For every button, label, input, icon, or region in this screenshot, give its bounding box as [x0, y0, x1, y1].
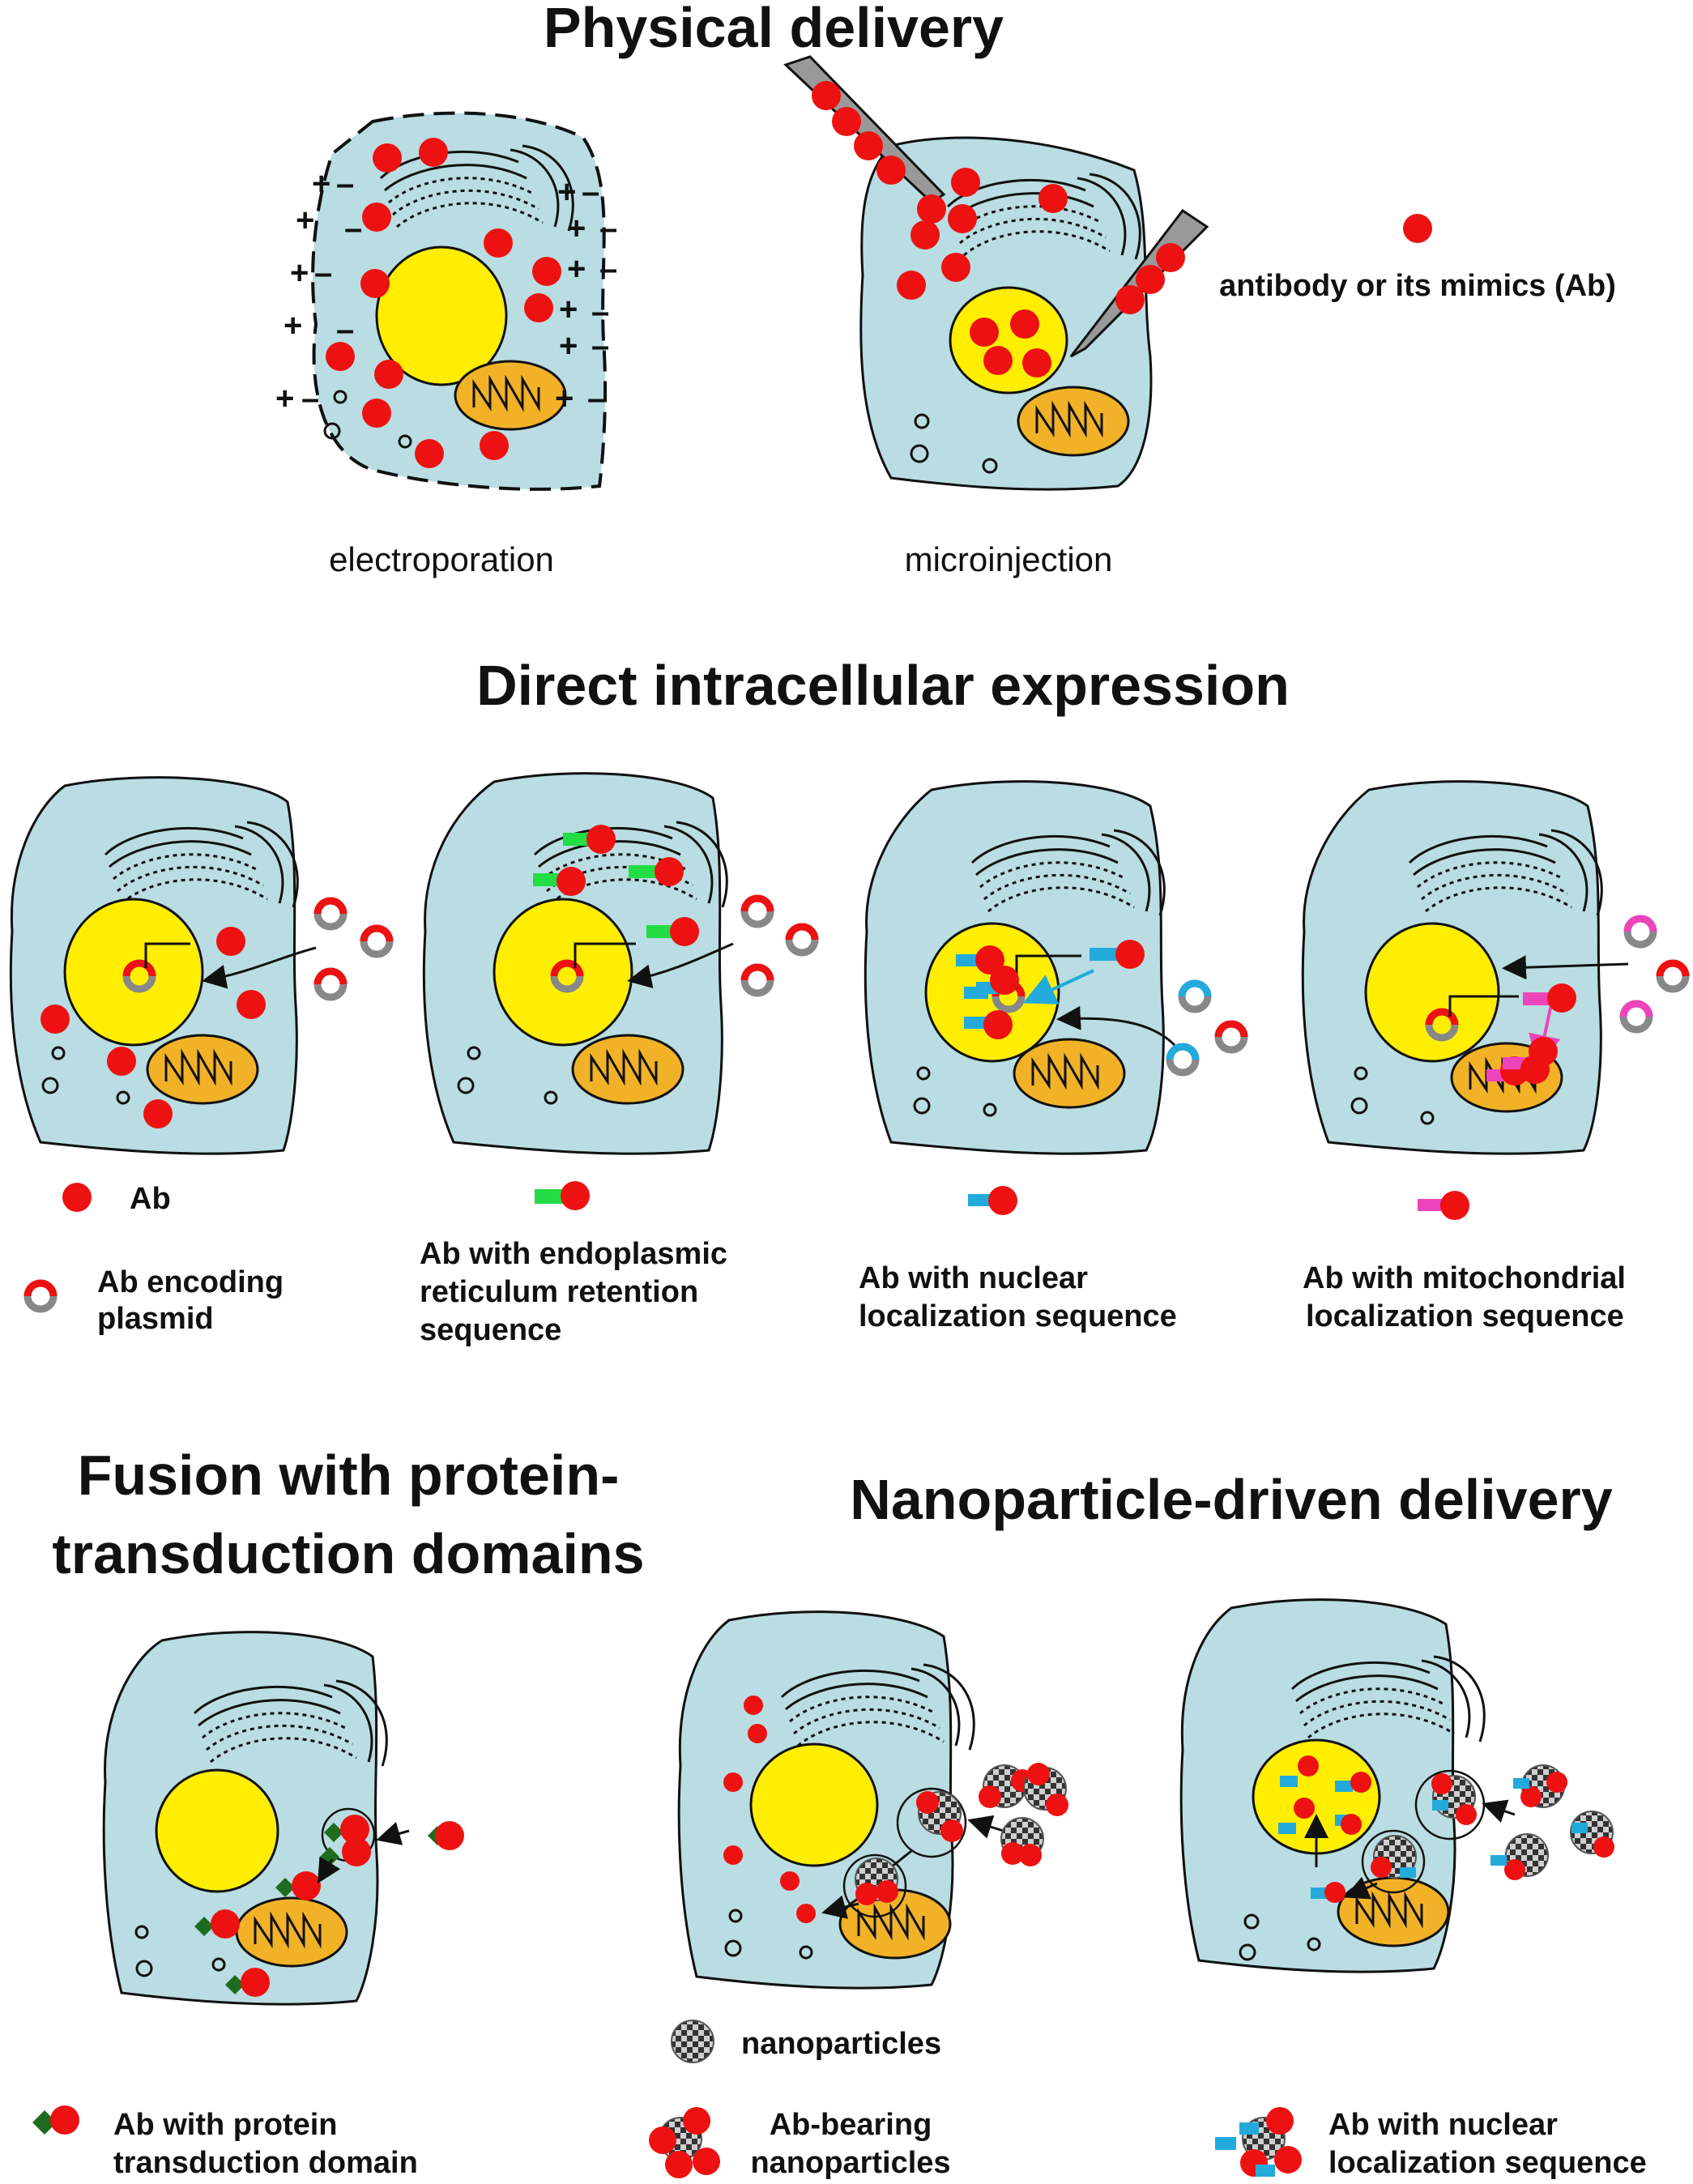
legend-abnp-1: Ab-bearing [770, 2108, 932, 2142]
legend-antibody: antibody or its mimics (Ab) [1219, 269, 1616, 303]
legend-ptd-1: Ab with protein [113, 2108, 338, 2142]
svg-text:–: – [591, 328, 609, 364]
legend-ab: Ab [130, 1182, 171, 1216]
title-direct: Direct intracellular expression [476, 654, 1290, 717]
svg-text:+: + [296, 203, 314, 238]
legend-er-ab [561, 1181, 590, 1210]
svg-text:+: + [567, 251, 586, 287]
title-physical: Physical delivery [544, 0, 1004, 59]
svg-text:–: – [344, 211, 362, 246]
legend-ptd-2: transduction domain [113, 2146, 418, 2180]
legend-er-1: Ab with endoplasmic [420, 1237, 727, 1271]
title-fusion-1: Fusion with protein- [78, 1444, 620, 1507]
legend-abnp-2: nanoparticles [750, 2146, 950, 2180]
svg-text:+: + [567, 211, 586, 246]
legend-nls-tag [968, 1194, 992, 1206]
svg-text:+: + [275, 381, 294, 416]
legend-np: nanoparticles [741, 2027, 941, 2061]
svg-text:+: + [284, 308, 302, 343]
svg-text:+: + [555, 381, 574, 416]
svg-text:+: + [559, 328, 578, 364]
cell-electroporation: +– +– +– +– +– +– +– +– +– +– +– [275, 111, 617, 491]
needle-1 [783, 55, 946, 204]
svg-text:–: – [336, 312, 354, 348]
legend-nls-np-icon [1215, 2107, 1302, 2177]
legend-nls-1: Ab with nuclear [859, 1261, 1088, 1295]
svg-text:–: – [301, 381, 319, 416]
title-fusion-2: transduction domains [52, 1522, 644, 1585]
legend-nls-ab [988, 1186, 1017, 1215]
legend-mls-tag [1418, 1199, 1442, 1211]
title-nano: Nanoparticle-driven delivery [850, 1468, 1613, 1531]
svg-text:–: – [591, 294, 609, 330]
svg-text:–: – [314, 255, 332, 291]
svg-text:+: + [559, 292, 578, 327]
legend-er-tag [535, 1189, 563, 1204]
legend-plasmid-1: Ab encoding [97, 1265, 284, 1299]
legend-nano-nls-2: localization sequence [1328, 2146, 1647, 2180]
legend-plasmid-icon [28, 1283, 53, 1309]
cell-direct-ab [9, 776, 390, 1155]
label-electroporation: electroporation [329, 540, 554, 578]
svg-text:+: + [312, 166, 330, 202]
label-microinjection: microinjection [905, 540, 1113, 578]
legend-ptd-tag [32, 2110, 57, 2135]
cell-nano-nls [1179, 1598, 1614, 1973]
nucleus [375, 245, 508, 386]
nucleus [949, 286, 1068, 395]
cell-direct-nls [864, 780, 1248, 1155]
legend-nls-2: localization sequence [859, 1299, 1177, 1333]
svg-text:–: – [587, 381, 605, 416]
cell-microinjection [783, 55, 1209, 491]
svg-text:–: – [582, 174, 599, 210]
legend-plasmid-2: plasmid [97, 1302, 214, 1336]
legend-er-2: reticulum retention [420, 1275, 698, 1309]
svg-text:–: – [599, 251, 617, 287]
svg-text:–: – [599, 211, 617, 246]
legend-ab-dot-direct [62, 1183, 92, 1212]
legend-np-icon [671, 2020, 714, 2063]
cell-direct-mls [1301, 780, 1690, 1155]
legend-mls-1: Ab with mitochondrial [1303, 1261, 1626, 1295]
legend-nano-nls-1: Ab with nuclear [1328, 2108, 1558, 2142]
cell-direct-er [422, 772, 815, 1155]
svg-text:+: + [557, 174, 576, 210]
cell-nano-ab [677, 1610, 1068, 1990]
cell-fusion [102, 1631, 464, 2006]
legend-abnp-icon [649, 2107, 720, 2178]
svg-text:–: – [336, 166, 354, 202]
legend-ptd-ab [50, 2105, 79, 2135]
legend-mls-2: localization sequence [1306, 1299, 1624, 1333]
legend-mls-ab [1440, 1191, 1469, 1220]
legend-ab-dot [1403, 214, 1432, 243]
legend-er-3: sequence [420, 1313, 561, 1347]
svg-text:+: + [290, 255, 309, 291]
